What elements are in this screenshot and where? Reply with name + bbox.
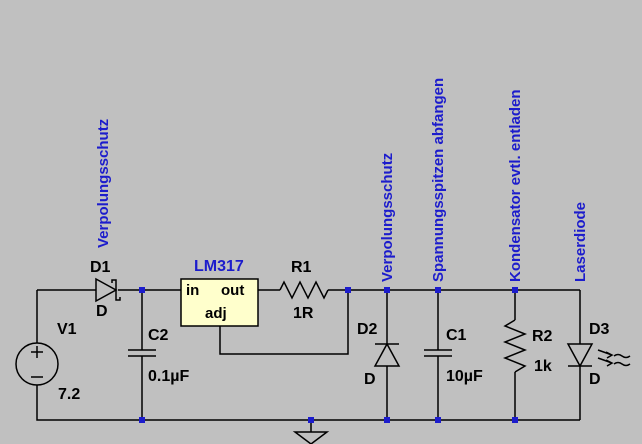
junction-dot — [139, 287, 145, 293]
d1-value: D — [96, 303, 108, 320]
lm317-pin-in: in — [186, 282, 199, 299]
v1-ref: V1 — [57, 321, 77, 338]
d3-annotation: Laserdiode — [572, 202, 589, 282]
c1-annotation: Spannungsspitzen abfangen — [430, 78, 447, 282]
c1-value: 10µF — [446, 368, 483, 385]
lm317-pin-out: out — [221, 282, 244, 299]
resistor-icon — [279, 280, 329, 300]
junction-dot — [512, 417, 518, 423]
junction-dot — [435, 287, 441, 293]
d3-value: D — [589, 371, 601, 388]
c2-value: 0.1µF — [148, 368, 189, 385]
junction-dot — [384, 417, 390, 423]
voltage-source-icon — [15, 342, 59, 386]
junction-dot — [308, 417, 314, 423]
r1-value: 1R — [293, 305, 314, 322]
led-icon — [566, 343, 631, 368]
junction-dot — [512, 287, 518, 293]
c1-ref: C1 — [446, 327, 467, 344]
wires — [36, 289, 581, 432]
r2-annotation: Kondensator evtl. entladen — [507, 89, 524, 282]
c2-ref: C2 — [148, 327, 169, 344]
junction-dot — [435, 417, 441, 423]
wire-adj-loop — [219, 290, 349, 355]
lm317-regulator — [180, 278, 259, 327]
capacitor-icon — [424, 349, 452, 357]
lm317-pin-adj: adj — [205, 305, 227, 322]
r1-ref: R1 — [291, 259, 312, 276]
diode-icon — [373, 342, 401, 367]
d2-value: D — [364, 371, 376, 388]
d1-ref: D1 — [90, 259, 111, 276]
capacitor-icon — [128, 349, 156, 357]
lm317-name: LM317 — [194, 258, 244, 275]
r2-ref: R2 — [532, 328, 553, 345]
wire-bottom-rail — [36, 385, 580, 421]
d1-annotation: Verpolungsschutz — [95, 119, 112, 248]
d2-annotation: Verpolungsschutz — [379, 153, 396, 282]
resistor-icon — [502, 319, 528, 373]
junction-dot — [345, 287, 351, 293]
junctions — [139, 287, 518, 423]
junction-dot — [384, 287, 390, 293]
d2-ref: D2 — [357, 321, 378, 338]
r2-value: 1k — [534, 358, 552, 375]
d3-ref: D3 — [589, 321, 610, 338]
ground-icon — [292, 431, 330, 444]
junction-dot — [139, 417, 145, 423]
v1-value: 7.2 — [58, 386, 80, 403]
schottky-diode-icon — [90, 277, 121, 303]
